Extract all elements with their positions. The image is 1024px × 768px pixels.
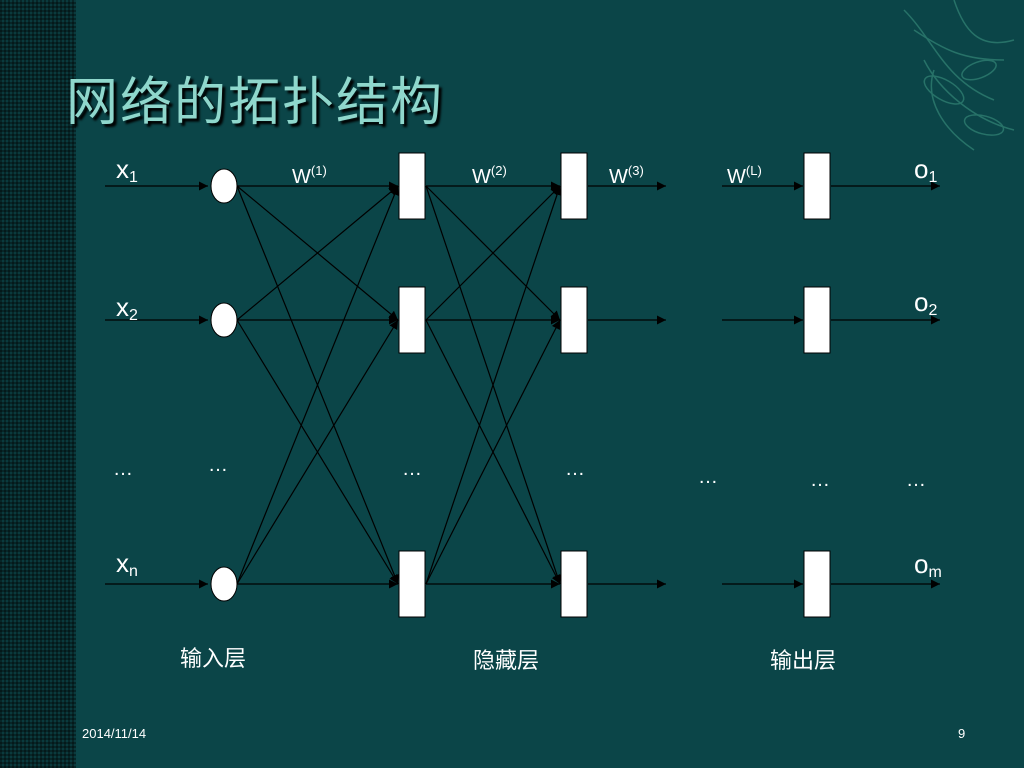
input-label-xn: xn (116, 548, 138, 580)
footer-date: 2014/11/14 (82, 726, 147, 741)
output-node-1 (803, 152, 831, 220)
ellipsis-hidden-1: … (402, 458, 423, 480)
edge-hidden1-n-to-hidden2-2 (425, 319, 561, 585)
ellipsis-input-layer: … (208, 454, 229, 476)
input-node-n (210, 566, 238, 602)
caption-hidden-layer: 隐藏层 (473, 649, 540, 674)
weight-label-w3: W(3) (609, 163, 644, 188)
hidden1-node-2 (398, 286, 426, 354)
input-label-x2: x2 (116, 292, 138, 324)
edge-input-n-to-hidden1-1 (236, 185, 399, 585)
caption-output-layer: 输出层 (770, 649, 837, 674)
slide-title: 网络的拓扑结构 (66, 73, 445, 133)
output-label-o1: o1 (914, 154, 938, 186)
weight-label-w2: W(2) (472, 163, 507, 188)
weight-label-wl: W(L) (727, 163, 762, 188)
ellipsis-outputs: … (906, 469, 927, 491)
ellipsis-middle: … (698, 466, 719, 488)
input-node-1 (210, 168, 238, 204)
edge-input-n-to-hidden1-2 (236, 319, 399, 585)
footer-page-number: 9 (958, 726, 966, 741)
hidden1-node-1 (398, 152, 426, 220)
edge-hidden1-2-to-hidden2-1 (425, 185, 561, 321)
weight-label-w1: W(1) (292, 163, 327, 188)
caption-input-layer: 输入层 (180, 647, 247, 672)
floral-ornament-icon (903, 0, 1015, 151)
hidden1-node-n (398, 550, 426, 618)
edge-input-2-to-hidden1-1 (236, 185, 399, 321)
side-decoration-strip (0, 0, 76, 768)
ellipsis-hidden-2: … (565, 458, 586, 480)
input-node-2 (210, 302, 238, 338)
output-node-n (803, 550, 831, 618)
ellipsis-inputs: … (113, 458, 134, 480)
hidden2-node-n (560, 550, 588, 618)
hidden2-node-2 (560, 286, 588, 354)
output-label-om: om (914, 549, 942, 581)
output-node-2 (803, 286, 831, 354)
input-label-x1: x1 (116, 154, 138, 186)
ellipsis-output-layer: … (810, 469, 831, 491)
hidden2-node-1 (560, 152, 588, 220)
edge-hidden1-n-to-hidden2-1 (425, 185, 562, 585)
output-label-o2: o2 (914, 287, 938, 319)
